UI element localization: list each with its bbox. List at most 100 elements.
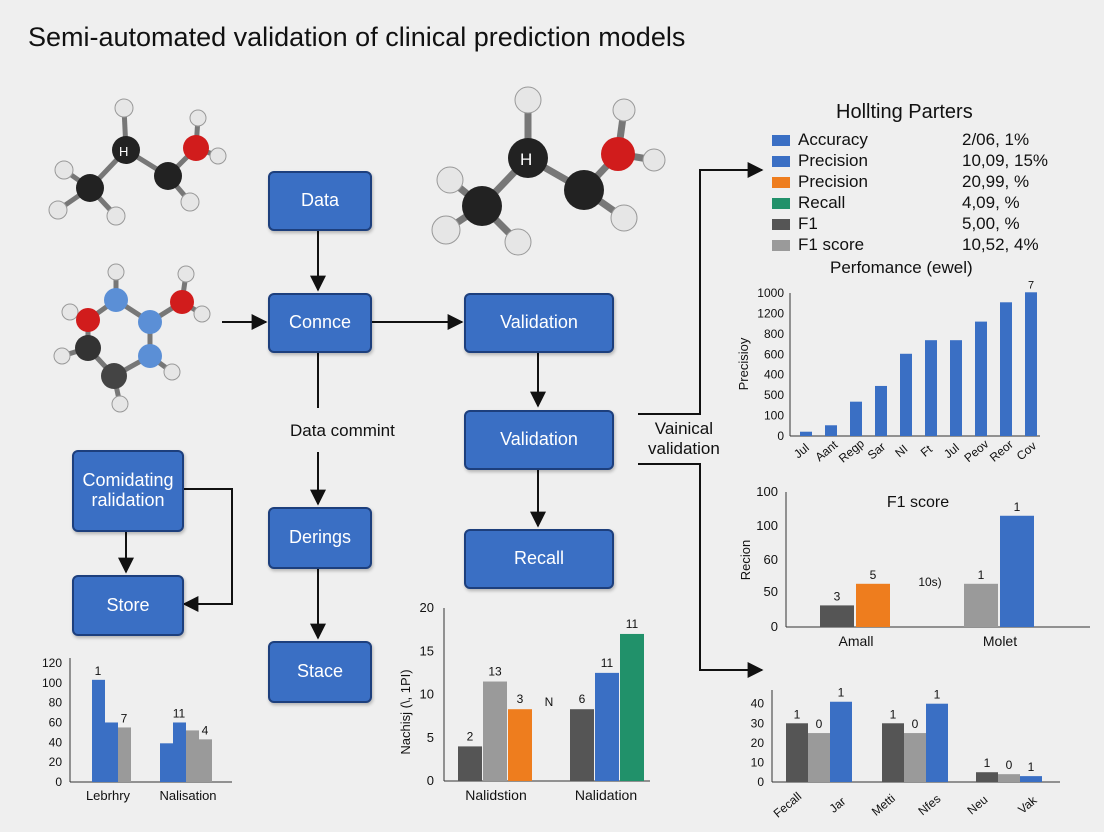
chart1-bar: [1000, 302, 1012, 436]
legend-title: Hollting Parters: [836, 101, 973, 123]
chart2-data-label: 5: [870, 568, 877, 582]
chart3-data-label: 0: [912, 717, 919, 731]
chart1-bar: [875, 385, 887, 436]
chart3-ytick: 40: [751, 697, 765, 711]
chart3-xtick: Metti: [869, 791, 898, 818]
chart1-xtick: Ft: [918, 442, 936, 460]
chart4-xtick: Nalidstion: [465, 787, 526, 803]
chart1-ytick: 400: [764, 368, 784, 382]
chart1-annotation: 7: [1028, 279, 1034, 291]
chart5-ytick: 40: [49, 735, 63, 749]
chart4-bar: [483, 681, 507, 781]
chart1-ytick: 1000: [757, 286, 784, 300]
chart1-ytick: 800: [764, 327, 784, 341]
chart1-ylabel: Precisioy: [736, 337, 751, 390]
node-store-label: Store: [106, 594, 150, 615]
chart3-xtick: Nfes: [915, 792, 943, 819]
chart5-bar: [173, 722, 186, 782]
node-store[interactable]: Store: [72, 575, 184, 636]
chart4-xtick: Nalidation: [575, 787, 637, 803]
node-derings[interactable]: Derings: [268, 507, 372, 569]
chart1-xtick: Jul: [791, 441, 812, 462]
chart1-xtick: NI: [892, 442, 910, 460]
chart2-data-label: 3: [834, 589, 841, 603]
node-validation-2[interactable]: Validation: [464, 410, 614, 470]
node-recall[interactable]: Recall: [464, 529, 614, 589]
chart3-data-label: 0: [1006, 758, 1013, 772]
legend-swatch: [772, 240, 790, 251]
node-data-label: Data: [300, 190, 340, 211]
chart5-data-label: 7: [121, 711, 128, 725]
chart5-ytick: 0: [55, 775, 62, 789]
legend-item-value: 10,09, 15%: [962, 151, 1049, 170]
chart3-data-label: 1: [934, 688, 941, 702]
chart1-bar: [850, 401, 862, 436]
chart3-ytick: 30: [751, 716, 765, 730]
chart5-data-label: 4: [202, 723, 209, 737]
chart4-ytick: 15: [420, 643, 434, 658]
legend-item-name: Precision: [798, 172, 868, 191]
svg-text:H: H: [520, 150, 532, 169]
legend-swatch: [772, 177, 790, 188]
chart4-ytick: 20: [420, 600, 434, 615]
chart2-ytick: 100: [756, 484, 778, 499]
vainical-validation-label: Vainical validation: [648, 419, 720, 459]
chart1-xtick: Jul: [941, 441, 962, 462]
chart3-data-label: 0: [816, 717, 823, 731]
chart1-bar: [950, 340, 962, 436]
chart3-data-label: 1: [1028, 760, 1035, 774]
chart2-annotation: 10s): [918, 575, 941, 589]
legend-item-name: F1: [798, 214, 818, 233]
chart1-bar: [800, 431, 812, 436]
chart3-xtick: Fecall: [771, 789, 805, 820]
arrow-validation-to-bottom-chart: [638, 463, 764, 678]
legend-item-value: 10,52, 4%: [962, 235, 1039, 254]
chart2-data-label: 1: [978, 568, 985, 582]
legend-swatch: [772, 219, 790, 230]
chart5-xtick: Nalisation: [159, 788, 216, 803]
chart4-ytick: 5: [427, 730, 434, 745]
chart1-bar: [900, 353, 912, 436]
chart5-bar: [105, 722, 118, 782]
chart4-bar: [508, 709, 532, 781]
chart2-xtick: Amall: [838, 633, 873, 649]
legend-footer: Perfomance (ewel): [830, 258, 973, 277]
chart2-bar: [964, 583, 998, 627]
node-validation-1[interactable]: Validation: [464, 293, 614, 353]
node-connce[interactable]: Connce: [268, 293, 372, 353]
node-comidating-label: Comidating ralidation: [82, 470, 174, 510]
chart1-bar: [975, 321, 987, 436]
chart1-xtick: Reor: [987, 437, 1016, 464]
node-data[interactable]: Data: [268, 171, 372, 231]
chart3-ytick: 0: [757, 775, 764, 789]
svg-text:H: H: [119, 144, 128, 159]
node-stace-label: Stace: [296, 661, 344, 682]
chart3-data-label: 1: [890, 707, 897, 721]
node-validation-2-label: Validation: [500, 429, 578, 450]
chart2-data-label: 1: [1014, 500, 1021, 514]
chart5-data-label: 11: [173, 706, 186, 720]
chart3-bar: [998, 774, 1020, 782]
node-comidating-validation[interactable]: Comidating ralidation: [72, 450, 184, 532]
chart1-xtick: Peov: [961, 437, 991, 465]
chart3-xtick: Neu: [964, 792, 990, 817]
legend-item-name: Accuracy: [798, 130, 868, 149]
chart1-xtick: Regp: [836, 436, 867, 465]
node-stace[interactable]: Stace: [268, 641, 372, 703]
chart1-ytick: 600: [764, 347, 784, 361]
chart3-data-label: 1: [794, 707, 801, 721]
legend-item-value: 2/06, 1%: [962, 130, 1030, 149]
chart1-ytick: 1200: [757, 306, 784, 320]
legend-item-value: 20,99, %: [962, 172, 1030, 191]
chart4-data-label: 3: [517, 692, 524, 706]
legend-item: Precision 20,99, %: [772, 172, 1072, 193]
chart2-title: F1 score: [887, 494, 949, 511]
chart1-ytick: 0: [777, 429, 784, 443]
chart1-ytick: 500: [764, 388, 784, 402]
